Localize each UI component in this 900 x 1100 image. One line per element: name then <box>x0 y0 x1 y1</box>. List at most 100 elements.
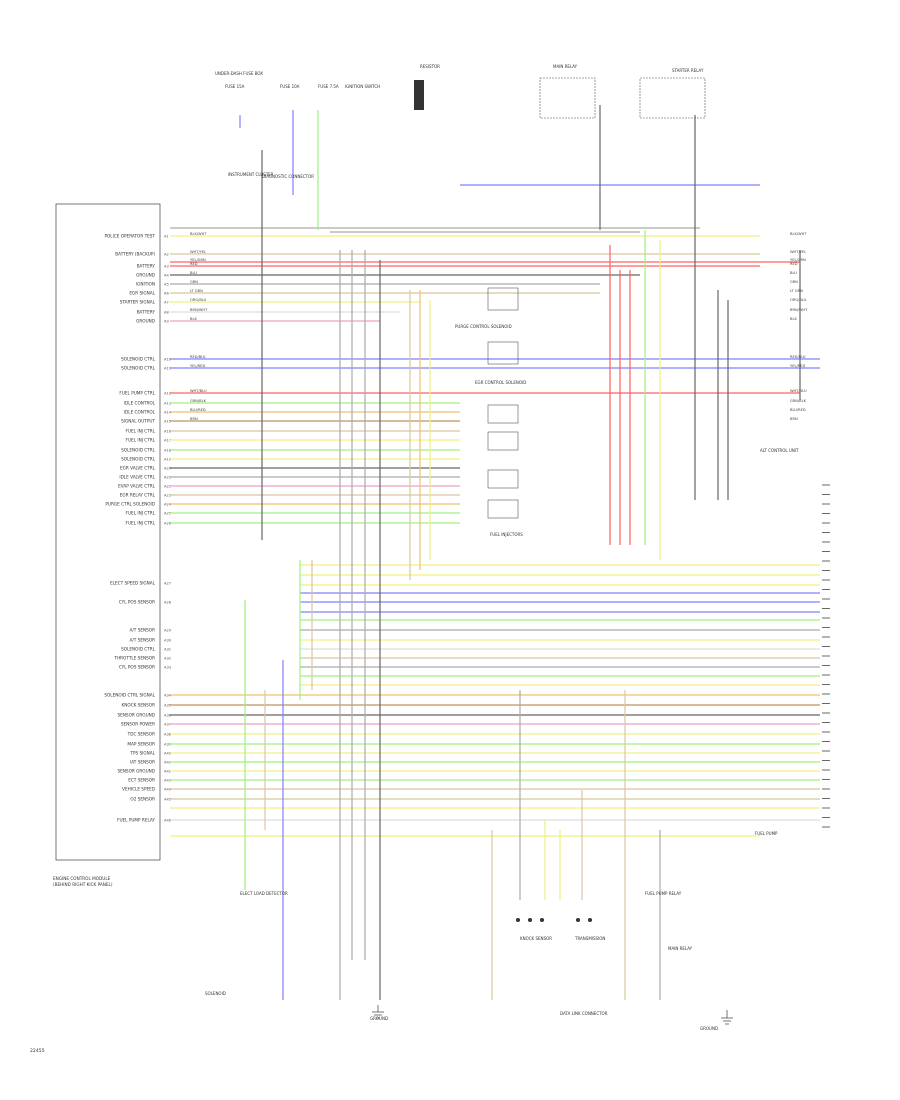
ecm-pin-number: A33 <box>164 666 171 670</box>
bottom-component-label: GROUND <box>370 1016 388 1021</box>
ecm-pin-number: A29 <box>164 629 172 633</box>
injector-3-box <box>487 469 519 489</box>
ecm-caption-line2: (BEHIND RIGHT KICK PANEL) <box>53 882 113 887</box>
wire-code-label: BLK/WHT <box>190 232 207 236</box>
ecm-pin-number: A5 <box>164 283 169 287</box>
wire-code-label-right: BLU <box>790 271 797 275</box>
ecm-pin-number: A46 <box>164 819 172 823</box>
ecm-pin-label: SIGNAL OUTPUT <box>121 419 155 424</box>
ecm-pin-label: SENSOR GROUND <box>117 769 155 774</box>
footer-code: 22455 <box>30 1048 45 1054</box>
wire-code-label-right: BLK <box>790 317 797 321</box>
wire-code-label-right: BRN <box>790 417 798 421</box>
wire-code-label-right: WHT/BLU <box>790 389 807 393</box>
right-connector-pins <box>822 484 830 828</box>
wire-code-label-right: RED <box>790 262 798 266</box>
ecm-pin-label: IDLE CONTROL <box>124 410 156 415</box>
ecm-pin-label: EVAP VALVE CTRL <box>118 484 156 489</box>
bottom-component-label: KNOCK SENSOR <box>520 936 552 941</box>
right-note-label: FUEL PUMP <box>755 831 778 836</box>
ecm-pin-number: A44 <box>164 788 172 792</box>
ecm-pin-number: A6 <box>164 292 169 296</box>
ecm-pin-label: FUEL INJ CTRL <box>126 521 156 526</box>
wire-code-label-right: GRN <box>790 280 798 284</box>
ecm-pin-number: A22 <box>164 485 171 489</box>
ecm-pin-label: POLICE OPERATOR TEST <box>104 234 155 239</box>
resistor-icon <box>414 80 424 110</box>
ecm-pin-label: SOLENOID CTRL <box>121 448 156 453</box>
wire-code-label: YEL/RED <box>190 364 205 368</box>
ecm-pin-label: EGR VALVE CTRL <box>120 466 156 471</box>
ecm-pin-label: MAP SENSOR <box>127 742 155 747</box>
ecm-pin-label: BATTERY <box>137 310 156 315</box>
ecm-pin-label: SOLENOID CTRL <box>121 647 156 652</box>
bottom-component-label: TRANSMISSION <box>574 936 605 941</box>
ecm-pin-number: A4 <box>164 274 169 278</box>
ecm-pin-number: A38 <box>164 733 172 737</box>
bottom-component-label: GROUND <box>700 1026 718 1031</box>
component-label: IGNITION SWITCH <box>345 84 380 89</box>
component-label: STARTER RELAY <box>672 68 704 73</box>
ecm-pin-label: BATTERY <box>137 264 156 269</box>
ecm-pin-number: A34 <box>164 694 172 698</box>
vertical-wires <box>239 105 801 1000</box>
ecm-pin-number: A42 <box>164 770 171 774</box>
ecm-pin-label: IAT SENSOR <box>130 760 155 765</box>
ecm-pin-label: EGR SIGNAL <box>129 291 155 296</box>
right-note-label: MAIN RELAY <box>668 946 693 951</box>
ecm-pin-number: A37 <box>164 723 171 727</box>
component-label: FUSE 15A <box>225 84 245 89</box>
ecm-pin-number: A21 <box>164 476 171 480</box>
ecm-pin-number: A1 <box>164 235 169 239</box>
ecm-pin-label: GROUND <box>136 319 155 324</box>
ecm-pin-number: A18 <box>164 449 172 453</box>
ecm-pin-label: TPS SIGNAL <box>129 751 155 756</box>
ecm-box <box>55 203 161 861</box>
ecm-pin-number: A3 <box>164 265 169 269</box>
ecm-pin-number: A7 <box>164 301 169 305</box>
injector-4-box <box>487 499 519 519</box>
ecm-pin-label: STARTER SIGNAL <box>120 300 156 305</box>
ecm-pin-number: A43 <box>164 779 171 783</box>
ecm-pin-number: A16 <box>164 430 172 434</box>
ecm-pin-label: IDLE CONTROL <box>124 401 156 406</box>
injector-2-box <box>487 431 519 451</box>
ecm-pin-label: VEHICLE SPEED <box>122 787 155 792</box>
purge-solenoid-box <box>487 287 519 311</box>
ecm-pin-number: A10 <box>164 358 172 362</box>
wire-code-label-right: WHT/YEL <box>790 250 806 254</box>
ecm-pin-label: SOLENOID CTRL <box>121 457 156 462</box>
ecm-pin-label: A/T SENSOR <box>130 628 156 633</box>
ecm-pin-label: IDLE VALVE CTRL <box>119 475 155 480</box>
ecm-pin-number: A30 <box>164 639 172 643</box>
wire-code-label: BRN <box>190 417 198 421</box>
ecm-pin-number: A31 <box>164 648 171 652</box>
ecm-pin-label: SENSOR GROUND <box>117 713 155 718</box>
ecm-pin-label: SOLENOID CTRL <box>121 357 156 362</box>
ecm-pin-number: A2 <box>164 253 169 257</box>
ecm-pin-label: PURGE CTRL SOLENOID <box>105 502 155 507</box>
injector-1-box <box>487 404 519 424</box>
wire-code-label: GRN/BLK <box>190 399 207 403</box>
ecm-pin-number: A8 <box>164 311 169 315</box>
wire-code-label-right: BRN/WHT <box>790 308 808 312</box>
wire-code-label-right: GRN/BLK <box>790 399 807 403</box>
ecm-pin-label: TDC SENSOR <box>127 732 155 737</box>
ecm-pin-label: SOLENOID CTRL <box>121 366 156 371</box>
ecm-pin-label: BATTERY (BACKUP) <box>115 252 155 257</box>
wire-code-label: YEL/GRN <box>190 258 206 262</box>
ecm-pin-label: IGNITION <box>136 282 155 287</box>
wire-code-label: BLK <box>190 317 197 321</box>
ecm-pin-number: A9 <box>164 320 169 324</box>
ecm-caption-line1: ENGINE CONTROL MODULE <box>53 876 111 881</box>
ecm-pin-label: A/T SENSOR <box>130 638 156 643</box>
ecm-pin-number: A23 <box>164 494 171 498</box>
right-note-label: FUEL PUMP RELAY <box>645 891 682 896</box>
main-relay-box <box>539 77 596 119</box>
wire-code-label-right: YEL/RED <box>790 364 805 368</box>
